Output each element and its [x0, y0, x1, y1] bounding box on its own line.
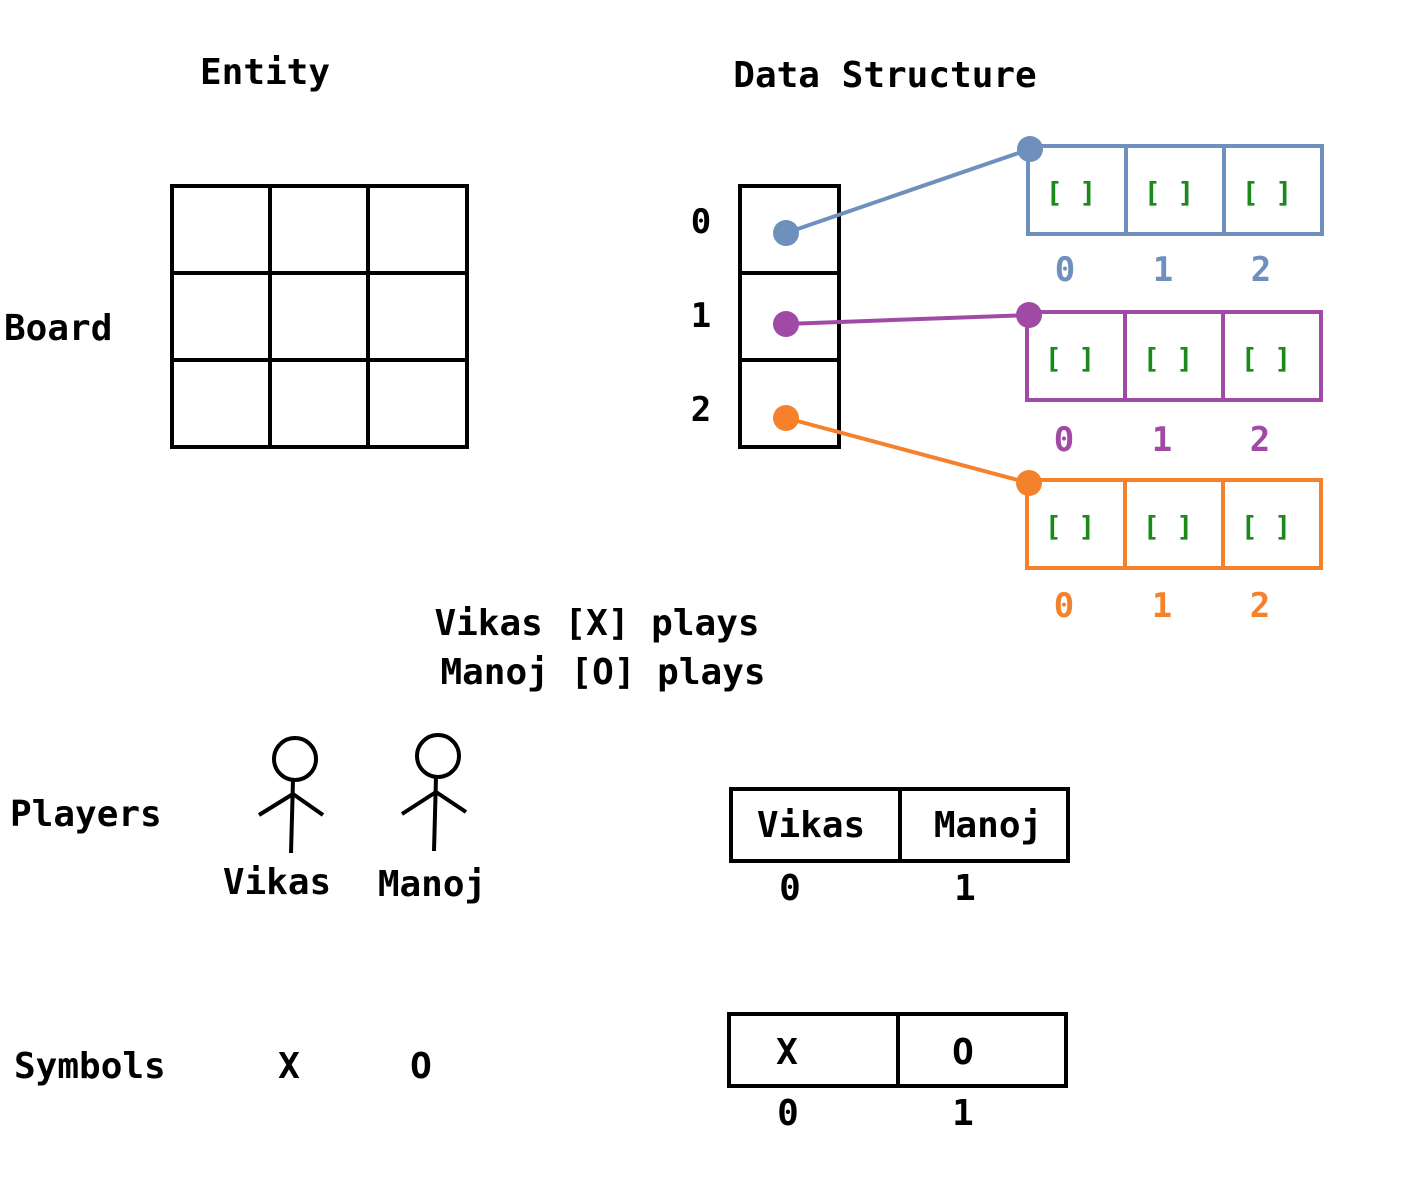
players-array — [729, 787, 1070, 863]
symbols-array — [727, 1012, 1068, 1088]
symbols-array-index-0: 0 — [777, 1093, 799, 1134]
person-icon-vikas — [257, 736, 325, 854]
data-structure-header: Data Structure — [733, 55, 1036, 96]
cell-2-1: [ ] — [1143, 510, 1194, 543]
symbols-array-index-1: 1 — [952, 1093, 974, 1134]
pointer-arrow-0 — [785, 147, 1031, 235]
turn-message-2: Manoj [O] plays — [440, 652, 765, 693]
cell-1-1: [ ] — [1143, 342, 1194, 375]
symbols-label: Symbols — [14, 1046, 166, 1087]
cell-0-0: [ ] — [1046, 176, 1097, 209]
col-index-2-1: 1 — [1152, 586, 1172, 626]
players-label: Players — [10, 794, 162, 835]
cell-2-2: [ ] — [1241, 510, 1292, 543]
outer-array — [738, 184, 841, 449]
inner-array-row-0: [ ] 0 [ ] 1 [ ] 2 — [773, 136, 1324, 290]
inner-array-row-1: [ ] 0 [ ] 1 [ ] 2 — [773, 302, 1323, 460]
players-array-index-1: 1 — [954, 868, 976, 909]
cell-2-0: [ ] — [1045, 510, 1096, 543]
inner-array-box-2 — [1025, 478, 1323, 570]
col-index-0-0: 0 — [1055, 250, 1075, 290]
col-index-1-2: 2 — [1250, 420, 1270, 460]
pointer-source-dot-2 — [773, 405, 799, 431]
cell-0-2: [ ] — [1242, 176, 1293, 209]
col-index-1-0: 0 — [1054, 420, 1074, 460]
outer-index-2: 2 — [691, 390, 711, 430]
player-name-vikas: Vikas — [223, 862, 331, 903]
cell-0-1: [ ] — [1144, 176, 1195, 209]
col-index-0-2: 2 — [1251, 250, 1271, 290]
players-array-index-0: 0 — [779, 868, 801, 909]
cell-1-2: [ ] — [1241, 342, 1292, 375]
pointer-target-dot-1 — [1016, 302, 1042, 328]
col-index-1-1: 1 — [1152, 420, 1172, 460]
inner-array-box-1 — [1025, 310, 1323, 402]
entity-header: Entity — [200, 52, 330, 93]
inner-array-row-2: [ ] 0 [ ] 1 [ ] 2 — [773, 405, 1323, 626]
col-index-2-0: 0 — [1054, 586, 1074, 626]
player-name-manoj: Manoj — [378, 864, 486, 905]
turn-message-1: Vikas [X] plays — [434, 603, 759, 644]
board-label: Board — [4, 308, 112, 349]
symbol-x: X — [278, 1046, 300, 1087]
cell-1-0: [ ] — [1045, 342, 1096, 375]
inner-arrays: [ ] 0 [ ] 1 [ ] 2 [ ] 0 [ ] 1 [ ] 2 [ ] 0 [ ] 1 [ ] 2 — [773, 136, 1324, 626]
symbol-o: O — [410, 1046, 432, 1087]
pointer-arrow-1 — [785, 313, 1030, 326]
col-index-2-2: 2 — [1250, 586, 1270, 626]
pointer-arrow-2 — [785, 416, 1030, 485]
inner-array-box-0 — [1026, 144, 1324, 236]
pointer-source-dot-1 — [773, 311, 799, 337]
symbols-array-value-1: O — [952, 1032, 974, 1073]
symbols-array-value-0: X — [776, 1032, 798, 1073]
person-icon-manoj — [400, 733, 468, 852]
pointer-source-dot-0 — [773, 220, 799, 246]
pointer-target-dot-2 — [1016, 470, 1042, 496]
players-array-value-0: Vikas — [757, 805, 865, 846]
board-grid — [170, 184, 469, 449]
col-index-0-1: 1 — [1153, 250, 1173, 290]
outer-index-1: 1 — [691, 296, 711, 336]
players-array-value-1: Manoj — [934, 805, 1042, 846]
pointer-target-dot-0 — [1017, 136, 1043, 162]
outer-index-0: 0 — [691, 202, 711, 242]
